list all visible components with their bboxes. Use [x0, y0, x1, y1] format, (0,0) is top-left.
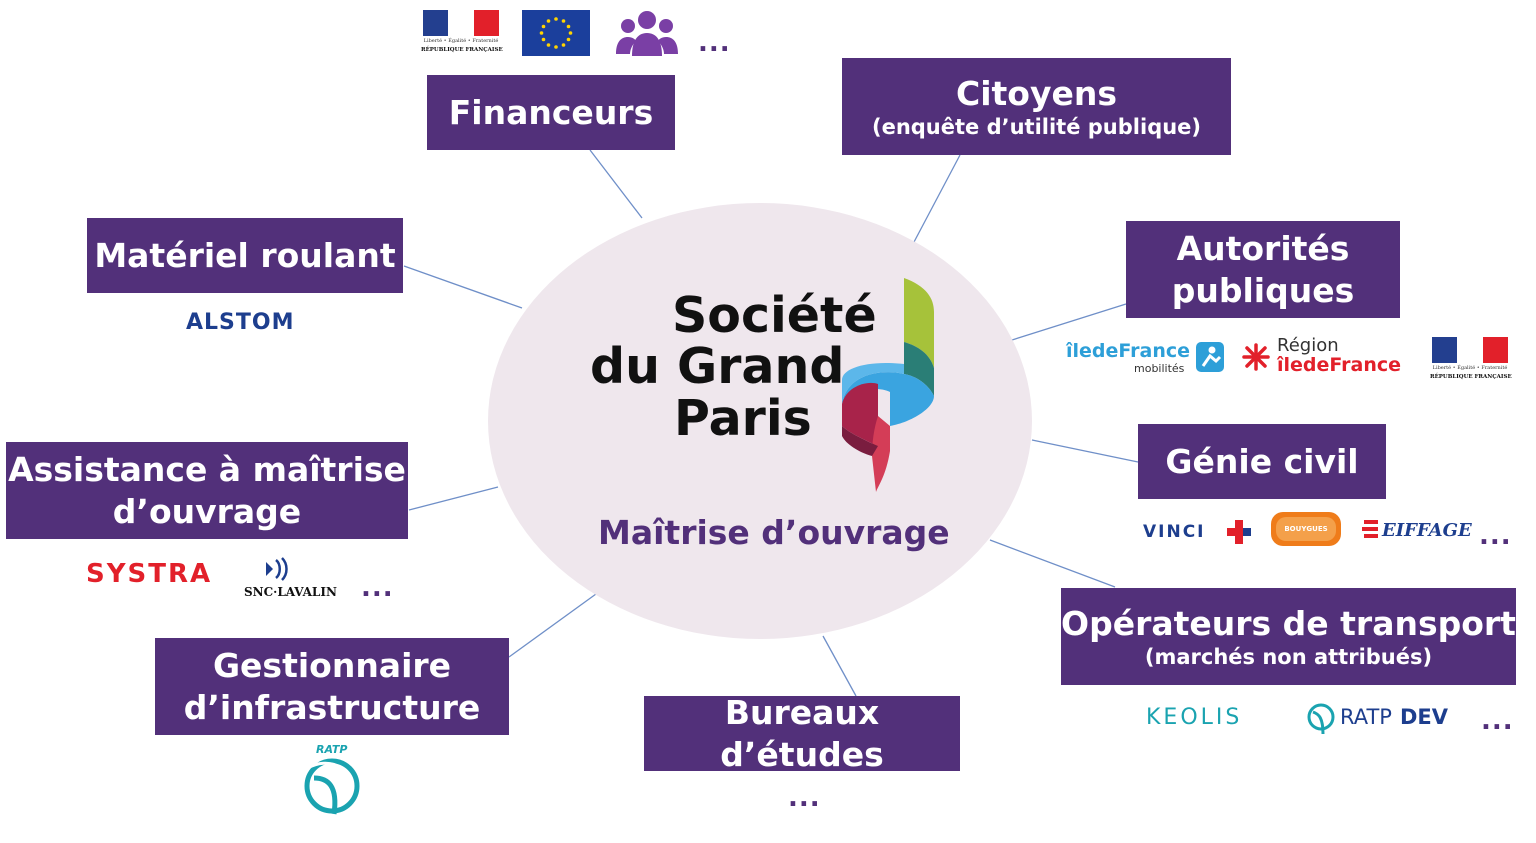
ratp-dev-logo-text-2: DEV — [1400, 705, 1449, 729]
node-financeurs: Financeurs — [427, 75, 675, 150]
node-citoyens-sublabel: (enquête d’utilité publique) — [871, 115, 1202, 139]
ratp-logo-text: RATP — [316, 743, 348, 756]
rf-motto-2: Liberté • Égalité • Fraternité — [1432, 365, 1508, 371]
node-citoyens-label: Citoyens — [955, 73, 1117, 113]
republique-francaise-logo-2: Liberté • Égalité • Fraternité RÉPUBLIQU… — [1430, 337, 1512, 383]
line-autorites — [1011, 303, 1127, 341]
node-bureaux: Bureaux d’études — [644, 693, 960, 774]
systra-logo-text: SYSTRA — [86, 559, 213, 589]
line-assistance — [408, 486, 499, 511]
center-role-label: Maîtrise d’ouvrage — [598, 513, 950, 552]
line-citoyens — [913, 154, 961, 243]
sgp-line-2: du Grand — [590, 338, 845, 396]
node-genie-civil-label: Génie civil — [1165, 441, 1359, 481]
ratp-logo-icon — [304, 758, 360, 815]
bouygues-logo: BOUYGUES — [1271, 512, 1341, 546]
rf-name-2: RÉPUBLIQUE FRANÇAISE — [1430, 374, 1512, 380]
node-assistance-label-1: Assistance à maîtrise — [8, 450, 406, 490]
node-materiel-label: Matériel roulant — [94, 235, 396, 275]
sgp-line-1: Société — [672, 287, 877, 344]
region-logo-label: Région — [1277, 335, 1339, 356]
eiffage-logo-text: EIFFAGE — [1382, 520, 1472, 541]
line-financeurs — [589, 149, 643, 219]
sgp-line-3: Paris — [674, 389, 812, 447]
node-assistance: Assistance à maîtrise d’ouvrage — [6, 442, 408, 539]
operateurs-ellipsis: ... — [1481, 706, 1514, 736]
node-citoyens: Citoyens (enquête d’utilité publique) — [842, 58, 1231, 155]
node-autorites: Autorités publiques — [1126, 221, 1400, 318]
node-materiel: Matériel roulant — [87, 218, 403, 293]
eu-flag-icon — [522, 10, 590, 56]
snc-lavalin-logo-text: SNC·LAVALIN — [244, 585, 337, 599]
node-gestionnaire: Gestionnaire d’infrastructure — [155, 638, 509, 735]
node-assistance-label-2: d’ouvrage — [112, 491, 302, 531]
assistance-ellipsis: ... — [361, 573, 394, 603]
rf-name-1: RÉPUBLIQUE FRANÇAISE — [421, 47, 503, 53]
sgp-ribbon-logo — [842, 278, 934, 492]
node-operateurs: Opérateurs de transport (marchés non att… — [1061, 588, 1516, 685]
genie-civil-ellipsis: ... — [1479, 521, 1512, 551]
node-autorites-label-1: Autorités — [1176, 229, 1350, 269]
idfm-logo-sub: mobilités — [1134, 362, 1185, 375]
node-gestionnaire-label-2: d’infrastructure — [183, 687, 481, 727]
node-gestionnaire-label-1: Gestionnaire — [212, 646, 452, 686]
bouygues-logo-text: BOUYGUES — [1284, 525, 1328, 533]
ratp-dev-logo-text-1: RATP — [1340, 705, 1392, 729]
republique-francaise-logo: Liberté • Égalité • Fraternité RÉPUBLIQU… — [421, 10, 503, 56]
keolis-logo-text: KEOLIS — [1146, 705, 1243, 730]
rf-motto-1: Liberté • Égalité • Fraternité — [423, 38, 499, 44]
alstom-logo-text: ALSTOM — [186, 310, 295, 335]
ratp-dev-logo-icon — [1307, 703, 1335, 735]
people-group-icon — [616, 11, 678, 56]
region-star-icon — [1242, 343, 1270, 371]
sgp-logo-text: Société du Grand Paris — [590, 287, 877, 447]
node-bureaux-label: Bureaux d’études — [720, 693, 884, 774]
line-materiel — [403, 265, 523, 309]
node-autorites-label-2: publiques — [1171, 270, 1355, 310]
node-financeurs-label: Financeurs — [448, 92, 654, 132]
line-gestionnaire — [508, 593, 597, 658]
eiffage-logo-icon — [1362, 520, 1378, 538]
financeurs-ellipsis: ... — [698, 28, 731, 58]
node-operateurs-sublabel: (marchés non attribués) — [1144, 645, 1433, 669]
vinci-logo-text: VINCI — [1143, 522, 1206, 542]
vinci-logo-icon — [1227, 520, 1251, 544]
node-operateurs-label: Opérateurs de transport — [1061, 603, 1516, 643]
idfm-logo-icon — [1196, 342, 1224, 372]
line-operateurs — [989, 539, 1116, 588]
bureaux-ellipsis: ... — [788, 783, 821, 813]
idfm-logo-text: îledeFrance — [1066, 340, 1191, 362]
node-genie-civil: Génie civil — [1138, 424, 1386, 499]
region-logo-name: îledeFrance — [1277, 354, 1402, 376]
center-ellipse — [488, 203, 1032, 639]
line-genie — [1031, 439, 1139, 463]
line-bureaux — [822, 635, 857, 697]
snc-lavalin-logo-icon — [266, 557, 288, 581]
